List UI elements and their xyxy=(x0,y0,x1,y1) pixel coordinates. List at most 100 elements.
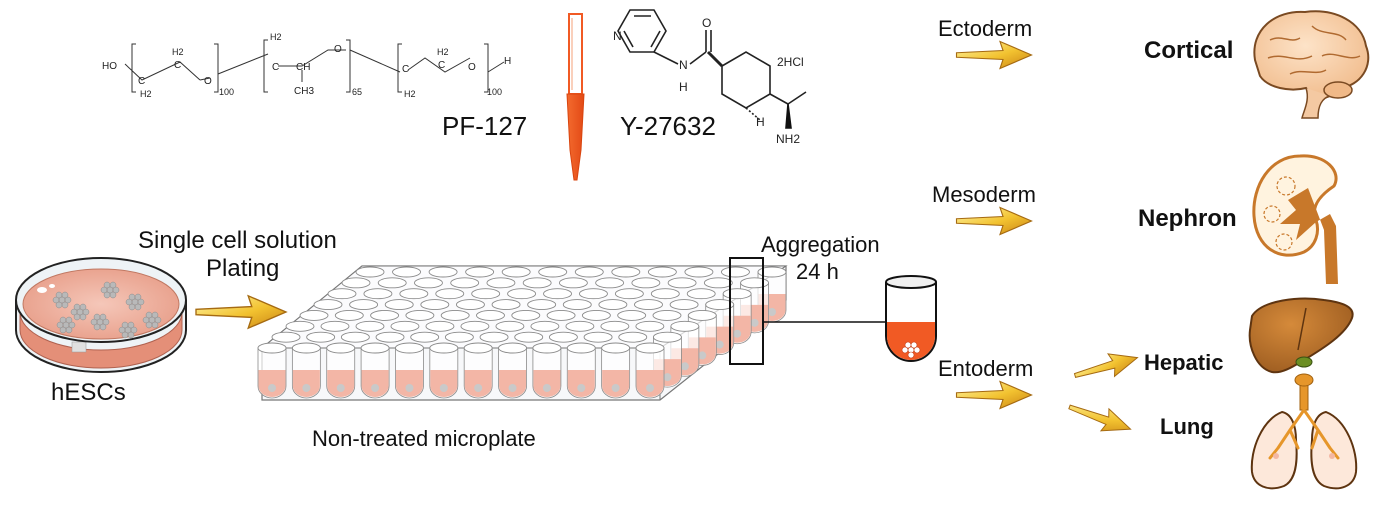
well xyxy=(313,299,343,311)
well xyxy=(600,320,630,332)
ectoderm-arrow xyxy=(955,40,1033,70)
well-highlight-box xyxy=(729,257,764,365)
well xyxy=(538,266,568,278)
well xyxy=(465,266,495,278)
well xyxy=(543,288,572,300)
well xyxy=(501,266,531,278)
well xyxy=(598,299,628,311)
well xyxy=(546,309,576,321)
well xyxy=(392,266,421,278)
well xyxy=(395,342,424,399)
hepatic-label: Hepatic xyxy=(1144,350,1223,375)
well xyxy=(667,277,697,289)
microplate-wells xyxy=(257,266,787,399)
well xyxy=(375,331,405,343)
well xyxy=(341,277,371,289)
well xyxy=(703,277,733,289)
y27632-nh2: NH2 xyxy=(776,132,800,146)
well xyxy=(450,277,480,289)
well xyxy=(614,288,644,300)
well xyxy=(635,342,665,399)
well xyxy=(634,299,663,311)
well xyxy=(721,266,750,278)
well xyxy=(511,309,541,321)
pf127-h: H xyxy=(504,56,511,67)
single-cell-label: Single cell solution xyxy=(138,227,337,254)
well xyxy=(414,277,443,289)
pf127-c3: C xyxy=(272,62,279,73)
well xyxy=(618,331,648,343)
pf127-n65: 65 xyxy=(352,87,362,97)
well xyxy=(257,342,287,399)
well xyxy=(435,288,465,300)
entoderm-label: Entoderm xyxy=(938,356,1033,381)
well xyxy=(271,331,301,343)
well xyxy=(306,331,336,343)
well xyxy=(440,309,470,321)
well xyxy=(631,277,661,289)
ectoderm-label: Ectoderm xyxy=(938,16,1032,41)
pf127-h2-c: H2 xyxy=(270,32,282,42)
pf127-n100-b: 100 xyxy=(487,87,502,97)
cell-colonies xyxy=(52,281,162,339)
pf127-o1: O xyxy=(204,76,212,87)
pf127-h2-d: H2 xyxy=(404,89,416,99)
well xyxy=(285,320,315,332)
well xyxy=(601,342,631,399)
well xyxy=(320,320,350,332)
y27632-structure xyxy=(617,9,807,129)
nephron-label: Nephron xyxy=(1138,205,1237,232)
well xyxy=(360,342,390,399)
mesoderm-label: Mesoderm xyxy=(932,182,1036,207)
well xyxy=(291,342,321,399)
well xyxy=(498,342,527,399)
pf127-o2: O xyxy=(334,44,342,55)
lung-label: Lung xyxy=(1160,414,1214,439)
pf127-h2-a: H2 xyxy=(140,89,152,99)
aggregation-time-label: 24 h xyxy=(796,259,839,284)
well xyxy=(595,277,625,289)
well xyxy=(429,342,459,399)
pf127-atom-labels: HO C H2 H2 C O 100 H2 C CH CH3 O 65 C H2… xyxy=(102,32,511,99)
y27632-o: O xyxy=(702,16,711,30)
well xyxy=(370,309,400,321)
pf127-h2-e: H2 xyxy=(437,47,449,57)
pf127-o3: O xyxy=(468,62,476,73)
well xyxy=(460,320,490,332)
well xyxy=(355,266,385,278)
pf127-ho: HO xyxy=(102,61,117,72)
well xyxy=(635,320,665,332)
well xyxy=(479,331,509,343)
well xyxy=(455,299,485,311)
pf127-label: PF-127 xyxy=(442,111,527,141)
well xyxy=(579,288,608,300)
brain-icon xyxy=(1253,10,1370,119)
well xyxy=(566,342,596,399)
pf127-c5: C xyxy=(438,60,445,71)
well xyxy=(562,299,592,311)
well xyxy=(650,288,680,300)
y27632-nh-n: N xyxy=(679,58,688,72)
pf127-h2-b: H2 xyxy=(172,47,184,57)
well xyxy=(652,309,682,321)
microplate-label: Non-treated microplate xyxy=(312,426,536,451)
cortical-label: Cortical xyxy=(1144,37,1233,64)
cell-aggregate xyxy=(901,341,921,359)
well xyxy=(583,331,613,343)
well xyxy=(669,299,699,311)
y27632-atom-labels: N O N H H 2HCl NH2 xyxy=(613,16,804,146)
well xyxy=(565,320,595,332)
well xyxy=(334,309,364,321)
mesoderm-arrow xyxy=(955,206,1033,236)
well xyxy=(617,309,647,321)
pf127-c4: C xyxy=(402,64,409,75)
lungs-icon xyxy=(1250,373,1358,490)
y27632-label: Y-27632 xyxy=(620,111,716,141)
well xyxy=(507,288,537,300)
well xyxy=(444,331,474,343)
well xyxy=(491,299,521,311)
well xyxy=(530,320,560,332)
well xyxy=(522,277,552,289)
microplate xyxy=(257,265,788,401)
